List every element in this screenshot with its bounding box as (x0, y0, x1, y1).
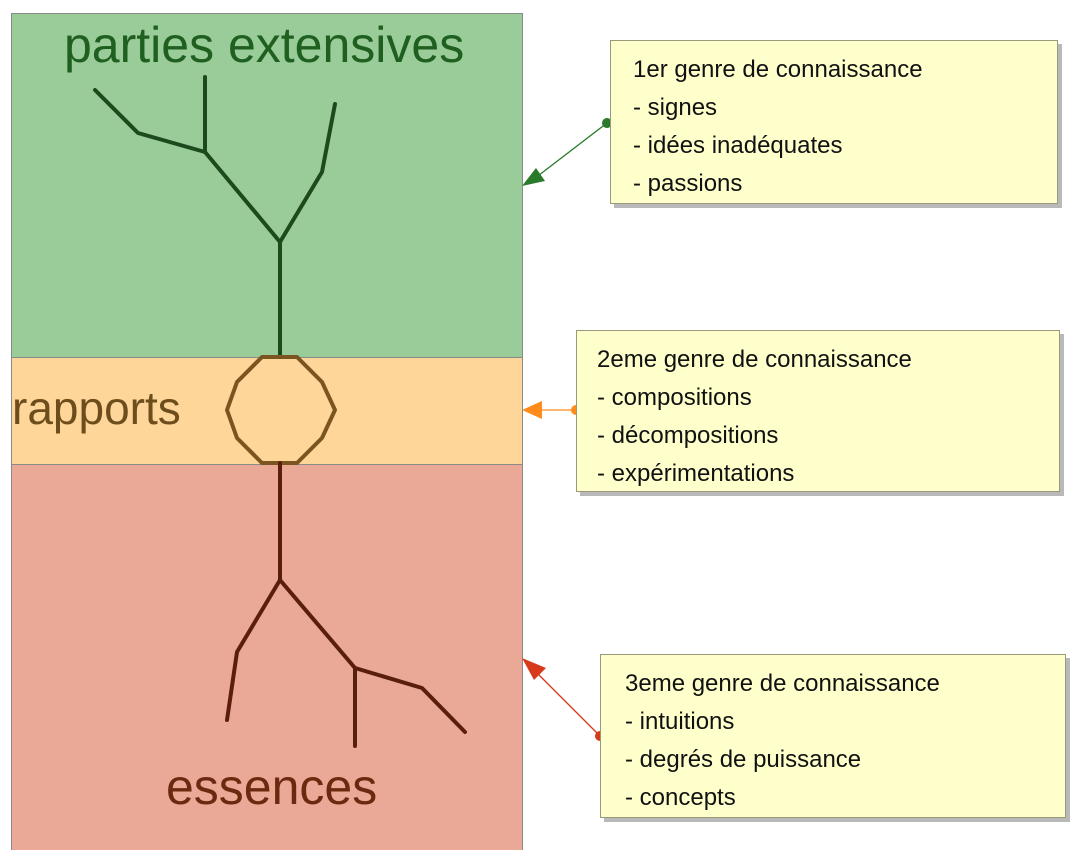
note-item: - idées inadéquates (633, 132, 843, 159)
root-right (278, 578, 467, 734)
note-second-genre: 2eme genre de connaissance - composition… (576, 330, 1060, 492)
note-title: 2eme genre de connaissance (597, 346, 912, 373)
layer-top-band (11, 13, 523, 358)
branch-right (278, 102, 337, 244)
layer-middle-label: rapports (12, 382, 181, 434)
connector-3 (522, 658, 605, 741)
root-left (225, 578, 282, 722)
layer-bottom-band (11, 464, 523, 850)
layer-bottom-label: essences (166, 759, 378, 815)
note-title: 3eme genre de connaissance (625, 670, 940, 697)
note-item: - compositions (597, 384, 752, 411)
note-item: - degrés de puissance (625, 746, 862, 773)
note-first-genre: 1er genre de connaissance - signes - idé… (610, 40, 1058, 204)
rapports-octagon (225, 355, 337, 465)
note-item: - expérimentations (597, 460, 795, 487)
note-item: - signes (633, 94, 718, 121)
note-third-genre: 3eme genre de connaissance - intuitions … (600, 654, 1066, 818)
layer-top-label: parties extensives (64, 17, 465, 73)
note-item: - concepts (625, 784, 736, 811)
connector-2 (522, 401, 581, 419)
branch-left (93, 88, 282, 244)
roots (225, 461, 467, 748)
note-item: - passions (633, 170, 743, 197)
branches (93, 75, 337, 360)
note-item: - décompositions (597, 422, 779, 449)
connector-1 (522, 118, 612, 186)
note-title: 1er genre de connaissance (633, 56, 923, 83)
note-item: - intuitions (625, 708, 735, 735)
